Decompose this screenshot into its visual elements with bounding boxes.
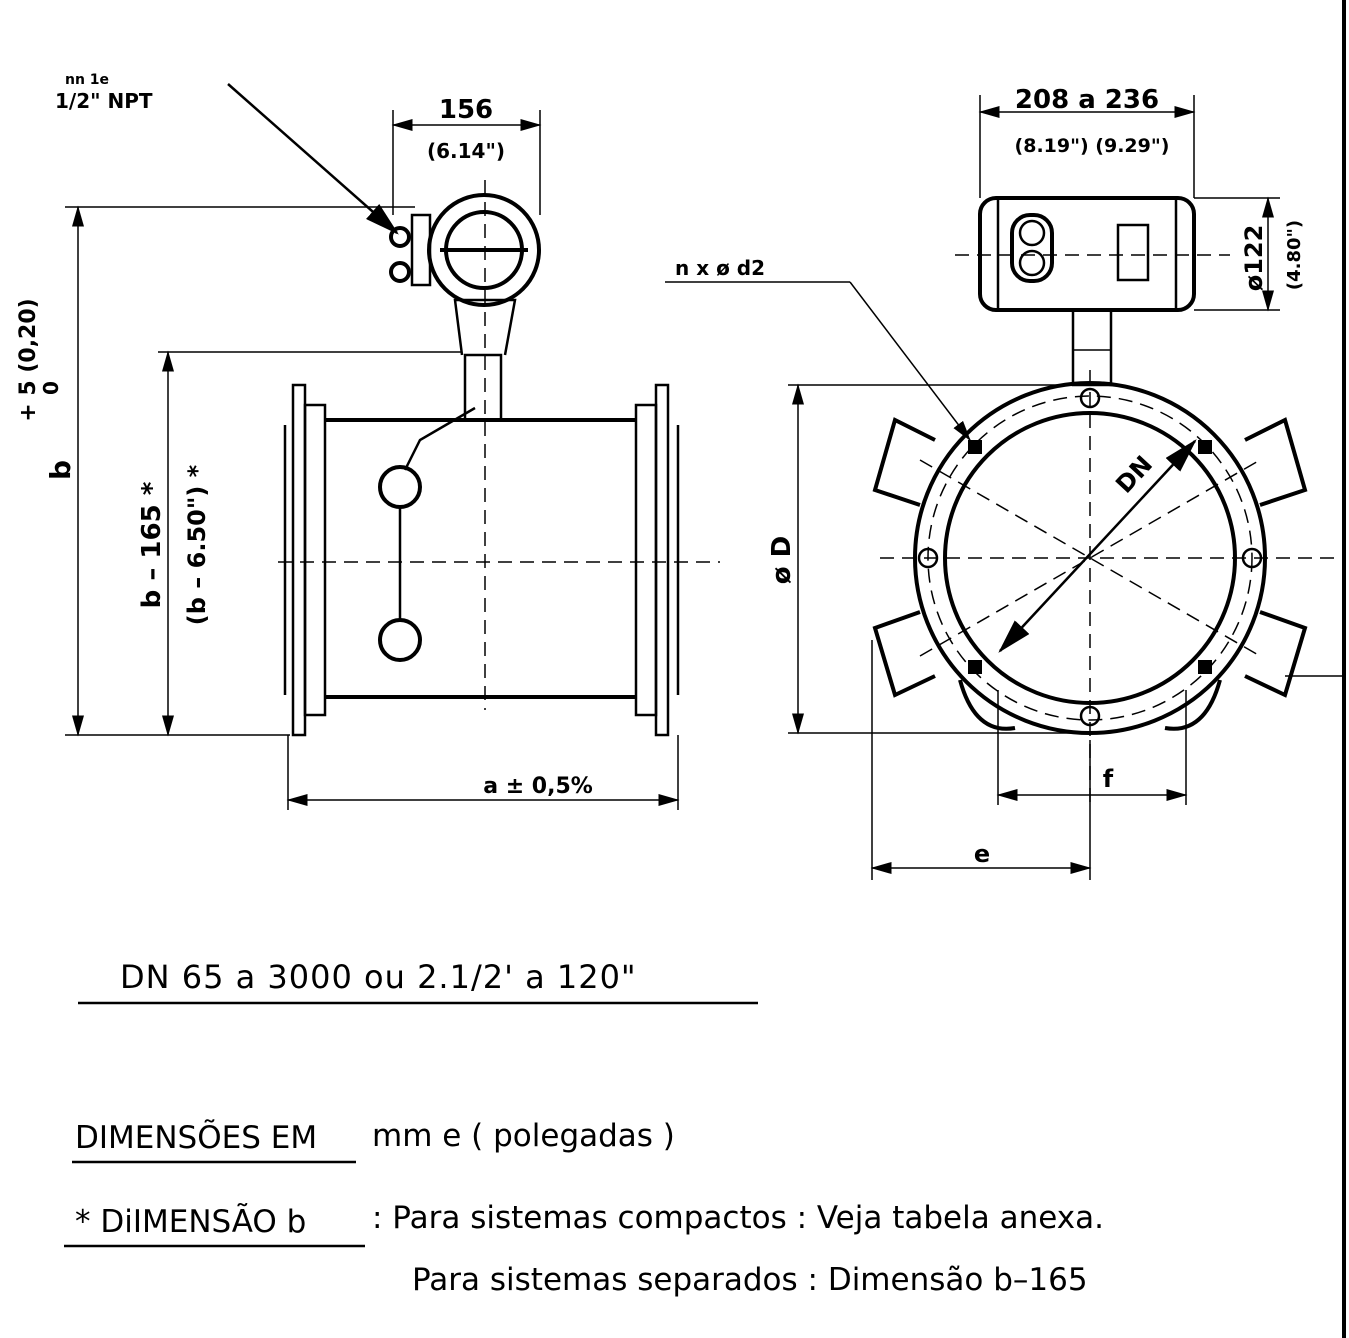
right-flange-outer [654,383,670,737]
gland-bottom [389,261,411,283]
cable-gland-block [410,213,432,287]
dim-156: 156 [439,95,493,125]
electrode-top [378,465,422,509]
dim-122: ø122 [1240,225,1268,292]
dn-label: DN [1110,450,1158,498]
dim-a: a ± 0,5% [483,774,593,799]
units-label: DIMENSÕES EM [75,1119,317,1156]
dim-b-tolerance-low: 0 [39,381,63,395]
dim-b-tolerance: + 5 (0,20) [16,298,41,421]
b-note-line1: : Para sistemas compactos : Veja tabela … [372,1200,1104,1236]
holes-label: n x ø d2 [675,256,765,280]
range-line: DN 65 a 3000 ou 2.1/2' a 120" [120,958,637,996]
dim-D: ø D [767,536,797,585]
dim-e: e [974,840,990,868]
b-note-line2: Para sistemas separados : Dimensão b–165 [412,1262,1088,1298]
neck [463,353,503,422]
dim-b165: b – 165 * [137,481,167,608]
b-note-label: * DiIMENSÃO b [75,1204,306,1240]
dim-208-236: 208 a 236 [1015,85,1159,115]
bolt-holes [917,387,1263,727]
units-text: mm e ( polegadas ) [372,1118,675,1154]
notes: DN 65 a 3000 ou 2.1/2' a 120" DIMENSÕES … [64,958,1104,1298]
dim-208-236-inch: (8.19") (9.29") [1015,135,1170,157]
left-flange-outer [291,383,307,737]
right-flange-inner [634,403,658,717]
terminal-glands [1010,213,1054,283]
dim-122-inch: (4.80") [1284,220,1305,290]
dim-b: b [44,460,77,480]
left-flange-inner [303,403,327,717]
gland-top [389,226,411,248]
side-view: 156 (6.14") nn 1e 1/2" NPT b + 5 (0,20) … [16,72,720,810]
dim-156-inch: (6.14") [427,139,505,163]
dim-f: f [1103,765,1114,793]
terminal-window [1116,223,1150,282]
mounting-lugs [872,417,1308,731]
thread-label-cut: nn 1e [65,72,109,88]
dim-b165-inch: (b – 6.50") * [183,464,211,625]
thread-label: 1/2" NPT [55,89,153,113]
electrode-bottom [378,618,422,662]
front-view: 208 a 236 (8.19") (9.29") ø122 (4.80") D… [665,85,1345,880]
